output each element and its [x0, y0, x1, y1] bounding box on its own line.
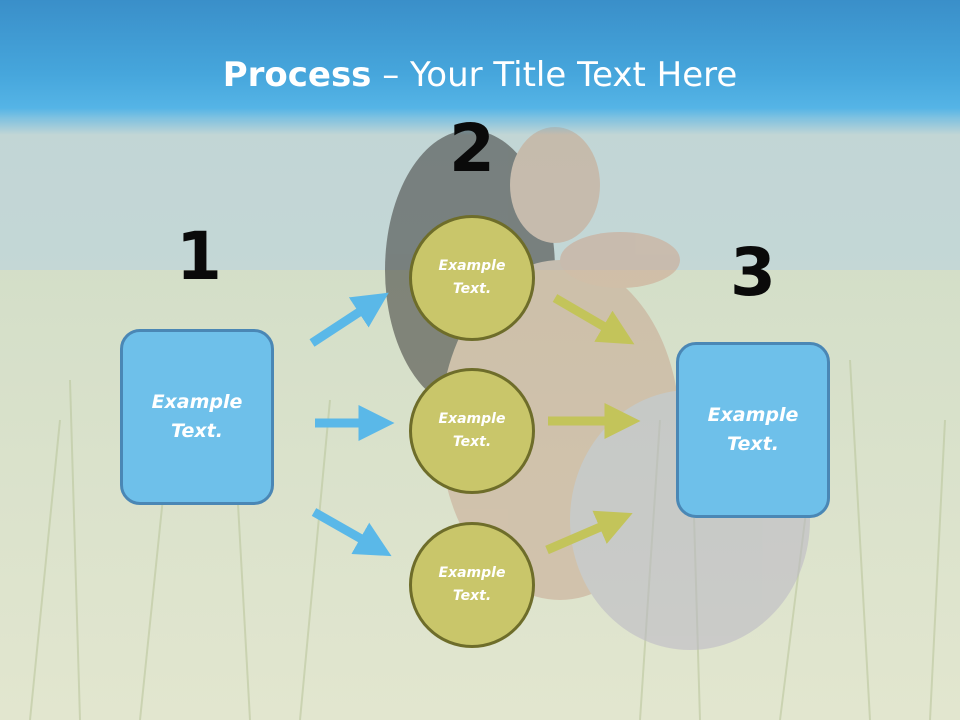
step-2-circle-middle[interactable]: Example Text.	[409, 368, 535, 494]
arrow-1-to-2a	[309, 292, 389, 347]
step-3-box[interactable]: Example Text.	[676, 342, 830, 518]
arrow-1-to-2c	[311, 508, 392, 557]
step-1-text: Example Text.	[151, 391, 243, 442]
step-2-circle-bottom[interactable]: Example Text.	[409, 522, 535, 648]
title-bold: Process	[222, 55, 372, 95]
step-3-text: Example Text.	[707, 404, 799, 455]
arrow-2a-to-3	[552, 294, 635, 345]
step-2-text-bottom: Example Text.	[438, 565, 506, 604]
arrow-2c-to-3	[545, 510, 633, 555]
step-number-3: 3	[730, 234, 776, 311]
step-2-text-middle: Example Text.	[438, 411, 506, 450]
page-title: Process – Your Title Text Here	[0, 55, 960, 95]
step-2-circle-top[interactable]: Example Text.	[409, 215, 535, 341]
step-number-1: 1	[176, 218, 222, 295]
step-number-2: 2	[449, 110, 495, 187]
step-1-box[interactable]: Example Text.	[120, 329, 274, 505]
title-rest: – Your Title Text Here	[371, 55, 738, 95]
step-2-text-top: Example Text.	[438, 258, 506, 297]
title-banner	[0, 0, 960, 135]
